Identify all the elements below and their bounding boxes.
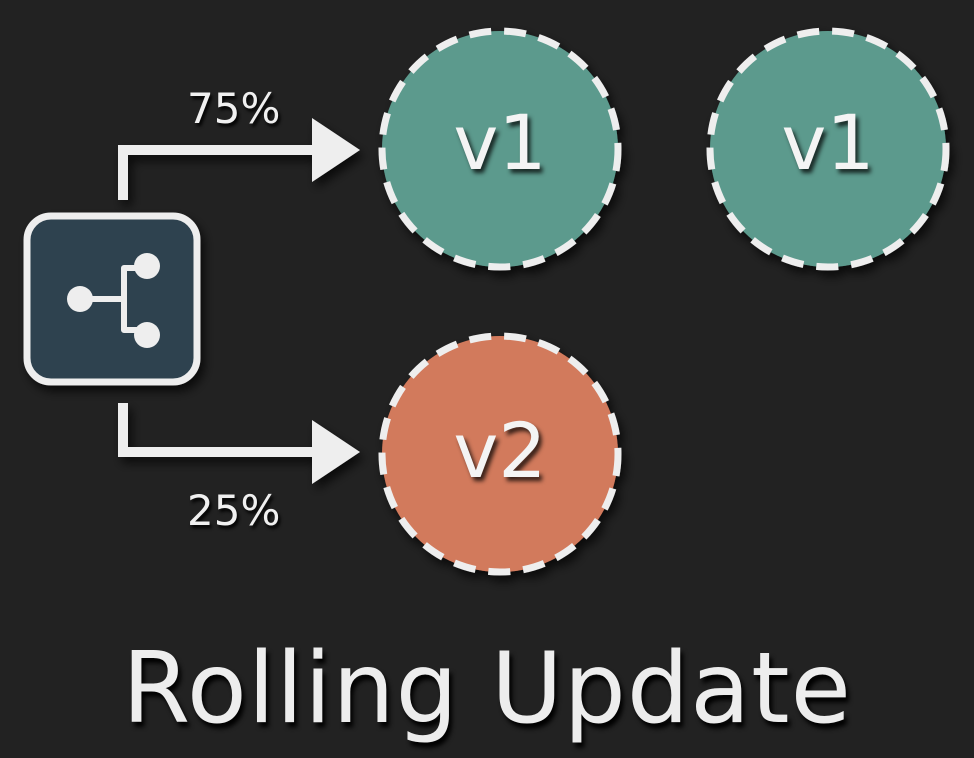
traffic-percent-bottom: 25% (187, 486, 281, 535)
pod-v1-first-label: v1 (453, 98, 547, 187)
arrow-to-v1 (118, 118, 360, 200)
arrow-to-v2 (118, 403, 360, 484)
pod-v2-label: v2 (453, 406, 547, 495)
page-title: Rolling Update (122, 632, 852, 746)
pod-v1-first (378, 27, 622, 271)
traffic-percent-top: 75% (187, 84, 281, 133)
pod-v1-second (706, 27, 950, 271)
pod-v1-second-label: v1 (781, 98, 875, 187)
share-icon (67, 253, 160, 348)
pod-v2 (378, 332, 622, 576)
